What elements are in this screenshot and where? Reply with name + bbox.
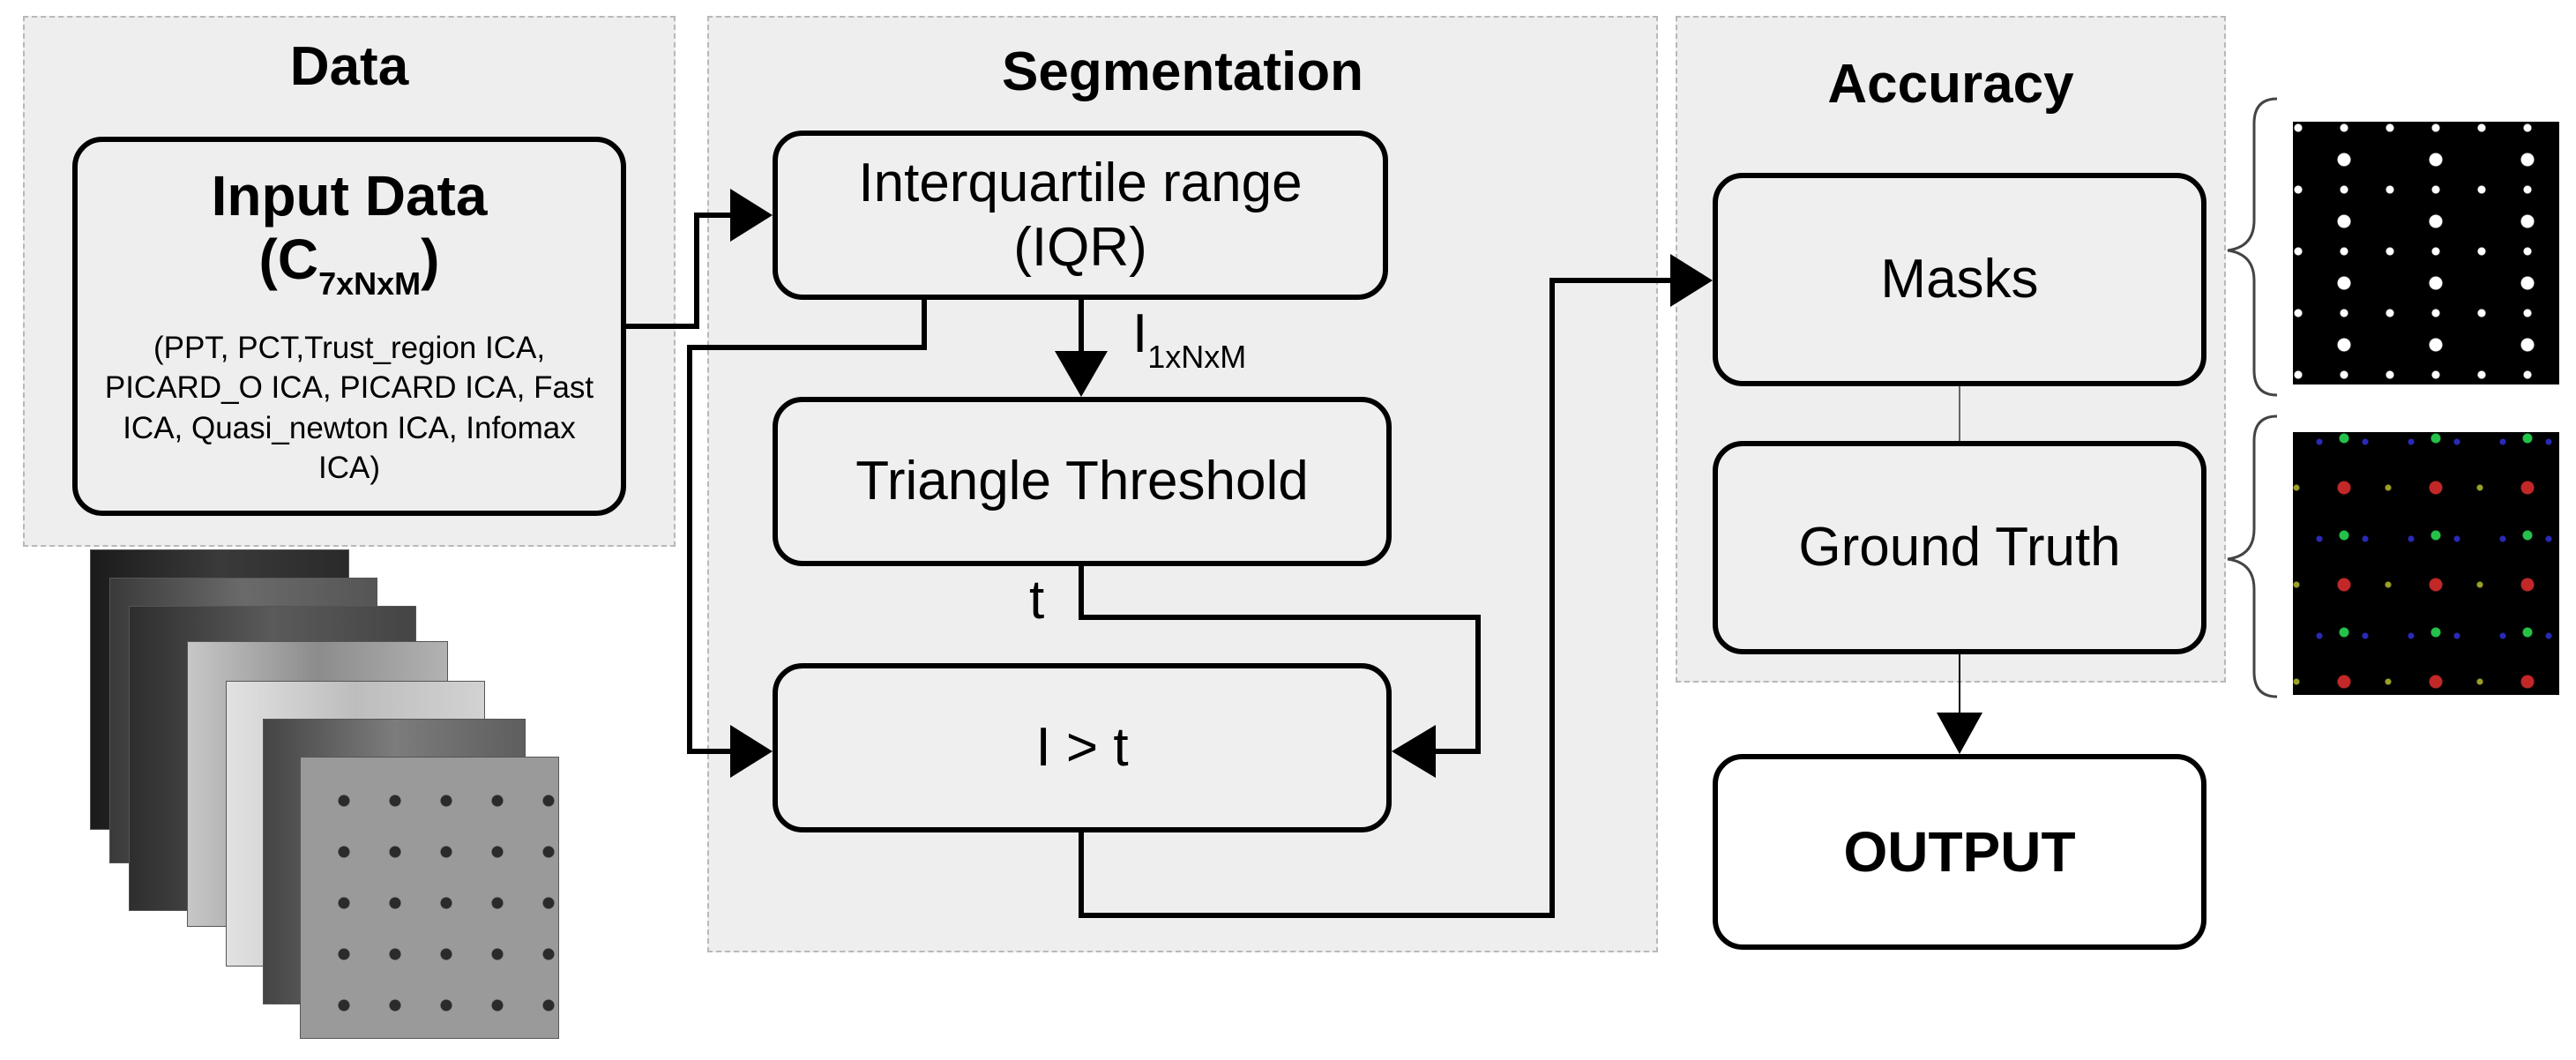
edge-label-t: t (1029, 570, 1045, 631)
edge-i-letter: I (1132, 303, 1148, 364)
output-label: OUTPUT (1843, 820, 2076, 884)
input-data-box: Input Data (C7xNxM) (PPT, PCT,Trust_regi… (72, 137, 626, 516)
stack-layer-7 (300, 757, 559, 1039)
arrowhead-masks (1670, 254, 1713, 307)
compare-label: I > t (1035, 717, 1129, 779)
input-data-formula: (C7xNxM) (259, 228, 440, 302)
data-panel-title: Data (289, 36, 409, 97)
edge-iqr-to-compare (687, 300, 927, 754)
triangle-threshold-box: Triangle Threshold (773, 397, 1392, 566)
edge-i-index: 1xNxM (1147, 339, 1247, 375)
compare-box: I > t (773, 663, 1392, 832)
ground-truth-brace (2227, 414, 2278, 698)
masks-label: Masks (1880, 249, 2039, 310)
iqr-box: Interquartile range (IQR) (773, 131, 1388, 300)
segmentation-panel-title: Segmentation (1002, 41, 1363, 102)
arrowhead-compare-right (1392, 725, 1436, 778)
edge-compare-to-masks (1079, 278, 1672, 918)
ground-truth-thumbnail (2293, 432, 2559, 695)
output-box: OUTPUT (1713, 754, 2206, 950)
edge-label-i: I1xNxM (1132, 302, 1246, 376)
masks-box: Masks (1713, 173, 2206, 386)
arrowhead-compare-left (730, 725, 773, 778)
masks-thumbnail (2293, 122, 2559, 384)
triangle-threshold-label: Triangle Threshold (855, 451, 1309, 512)
masks-brace (2227, 97, 2278, 397)
arrowhead-output (1937, 713, 1982, 754)
accuracy-panel-title: Accuracy (1827, 54, 2074, 115)
edge-triangle-to-compare (1079, 566, 1481, 754)
formula-index: 7xNxM (318, 265, 422, 302)
input-data-methods: (PPT, PCT,Trust_region ICA, PICARD_O ICA… (104, 330, 594, 486)
iqr-label-line2: (IQR) (1013, 217, 1147, 278)
ground-truth-label: Ground Truth (1798, 517, 2121, 579)
edge-input-to-iqr (626, 213, 732, 329)
formula-open: (C (258, 228, 319, 292)
iqr-label-line1: Interquartile range (858, 152, 1303, 213)
formula-close: ) (421, 228, 440, 292)
arrowhead-iqr (730, 189, 773, 242)
ground-truth-box: Ground Truth (1713, 441, 2206, 654)
input-data-title: Input Data (211, 164, 488, 228)
arrowhead-triangle (1055, 351, 1108, 397)
